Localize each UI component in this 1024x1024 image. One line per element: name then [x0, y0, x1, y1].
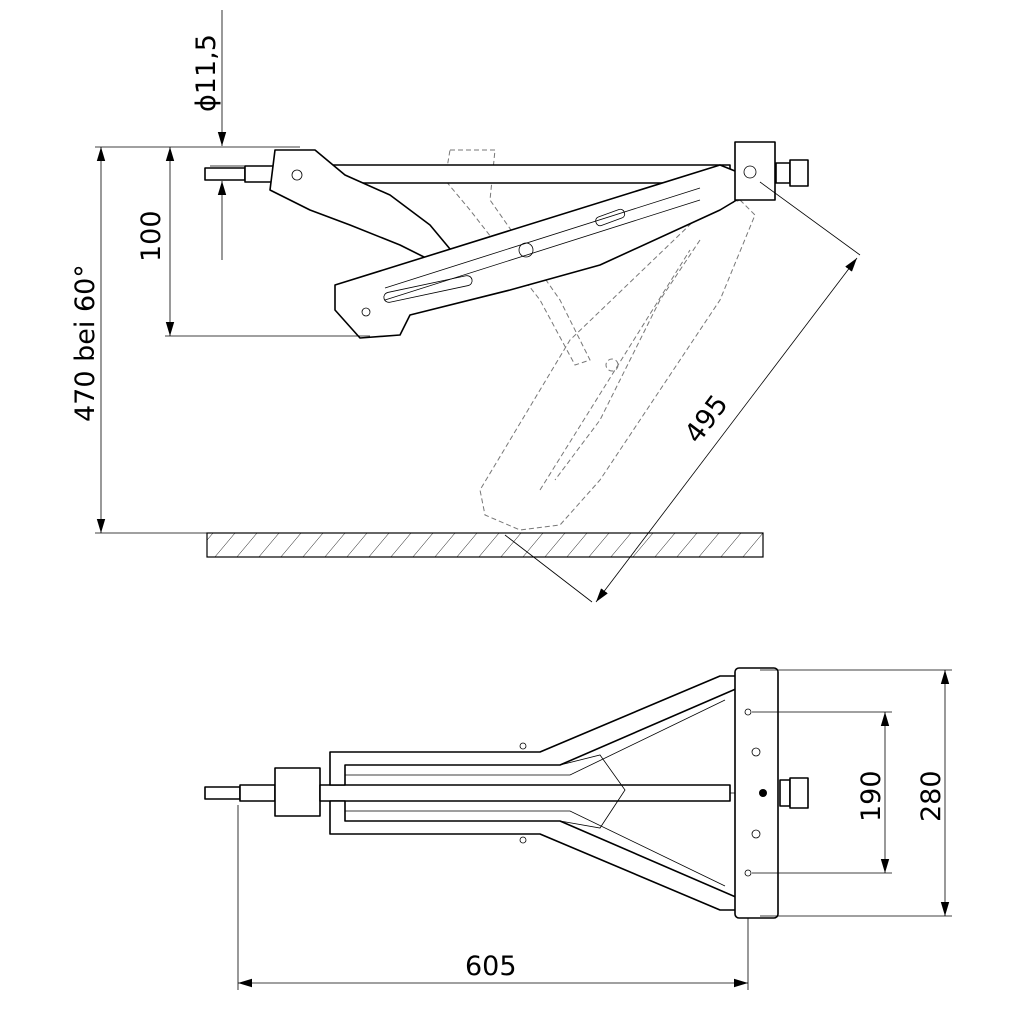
clevis	[274, 767, 321, 817]
svg-text:605: 605	[465, 951, 517, 982]
svg-text:495: 495	[679, 389, 735, 449]
ground-hatch	[206, 532, 764, 558]
svg-text:100: 100	[136, 210, 167, 262]
dimension-plate-width: 280	[760, 669, 952, 917]
frame-bar	[299, 164, 731, 184]
end-plate	[734, 667, 779, 919]
svg-text:190: 190	[856, 770, 887, 822]
svg-text:470 bei 60°: 470 bei 60°	[70, 264, 101, 422]
dimension-hole-spacing: 190	[752, 711, 892, 874]
svg-text:ϕ11,5: ϕ11,5	[191, 34, 222, 112]
pivot-bracket	[734, 141, 776, 201]
dimension-pin-diameter: ϕ11,5	[191, 10, 270, 260]
pin	[204, 786, 241, 800]
top-view: 190 280 605	[204, 667, 952, 990]
svg-text:280: 280	[916, 770, 947, 822]
pin	[204, 167, 246, 181]
side-view: ϕ11,5 100 470 bei 60° 495	[70, 10, 861, 603]
main-arm	[334, 164, 746, 339]
dimension-height-offset: 100	[136, 147, 175, 336]
dimension-total-height: 470 bei 60°	[70, 147, 106, 533]
dimension-total-length: 605	[237, 805, 749, 990]
